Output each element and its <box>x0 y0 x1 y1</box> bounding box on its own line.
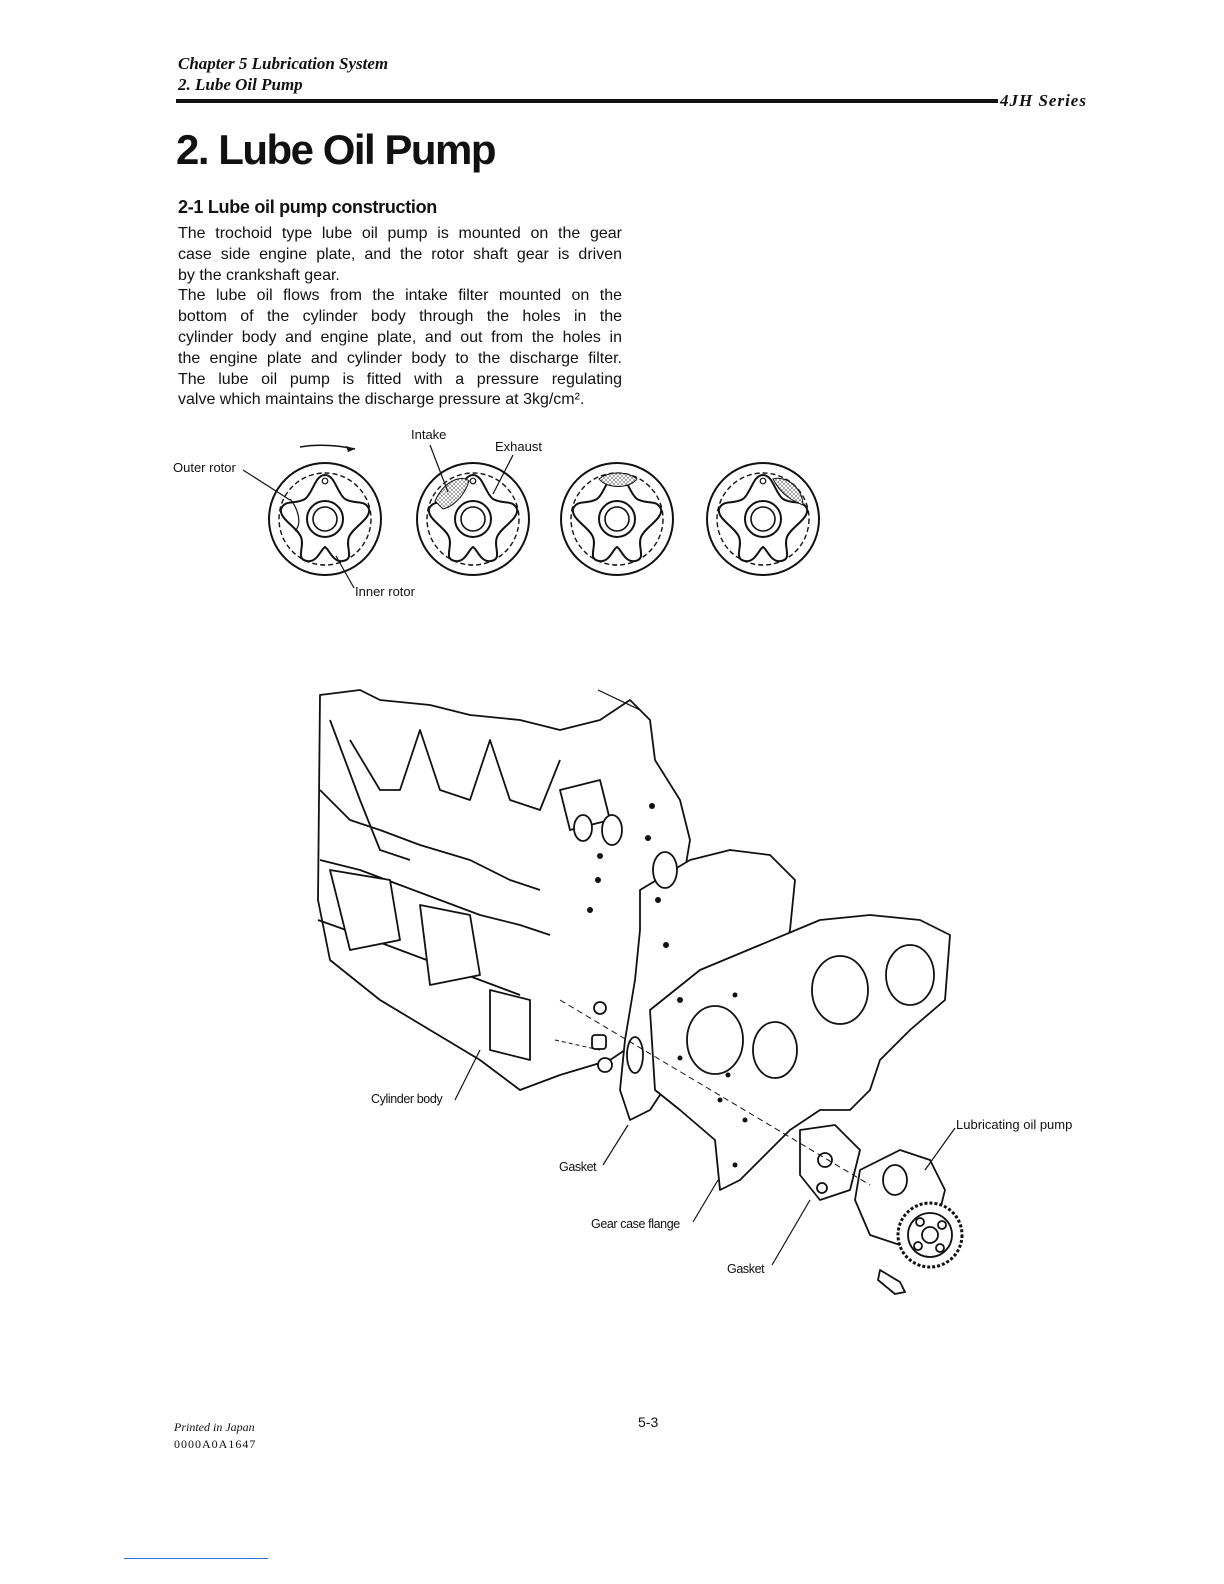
body-line: by the crankshaft gear. <box>178 266 340 284</box>
body-line: The trochoid type lube oil pump is mount… <box>178 225 622 242</box>
gear-case-flange <box>649 914 951 1191</box>
body-line: cylinder body and engine plate, and out … <box>178 328 622 346</box>
cylinder-body-label: Cylinder body <box>371 1092 443 1106</box>
chapter-header: Chapter 5 Lubrication System <box>178 54 389 73</box>
rotor-3 <box>560 462 674 576</box>
subsection-body: The trochoid type lube oil pump is mount… <box>178 224 622 411</box>
intake-label: Intake <box>411 427 447 442</box>
section-header: 2. Lube Oil Pump <box>178 75 303 94</box>
gasket-label-2: Gasket <box>727 1262 765 1276</box>
outer-rotor-label: Outer rotor <box>173 460 236 475</box>
footer-divider <box>124 1558 268 1559</box>
body-line: The lube oil pump is fitted with a press… <box>178 370 622 388</box>
page-title: 2. Lube Oil Pump <box>176 126 497 173</box>
header-rule <box>176 99 998 103</box>
gear-case-flange-label: Gear case flange <box>591 1217 680 1231</box>
body-line: The lube oil flows from the intake filte… <box>178 287 622 305</box>
series-label: 4JH Series <box>1000 91 1087 110</box>
page-number: 5-3 <box>638 1414 659 1430</box>
inner-rotor-label: Inner rotor <box>355 584 415 599</box>
rotor-4 <box>706 462 820 576</box>
body-line: bottom of the cylinder body through the … <box>178 308 622 326</box>
subsection-heading: 2-1 Lube oil pump construction <box>178 197 438 217</box>
body-line: valve which maintains the discharge pres… <box>178 391 585 409</box>
exhaust-label: Exhaust <box>495 439 542 454</box>
printed-in-japan: Printed in Japan <box>174 1420 255 1434</box>
body-line: case side engine plate, and the rotor sh… <box>178 245 622 263</box>
lubricating-oil-pump-label: Lubricating oil pump <box>956 1117 1073 1132</box>
body-line: the engine plate and cylinder body to th… <box>178 349 622 367</box>
document-code: 0000A0A1647 <box>174 1437 257 1451</box>
gasket-label-1: Gasket <box>559 1160 597 1174</box>
rotor-1 <box>268 462 382 576</box>
